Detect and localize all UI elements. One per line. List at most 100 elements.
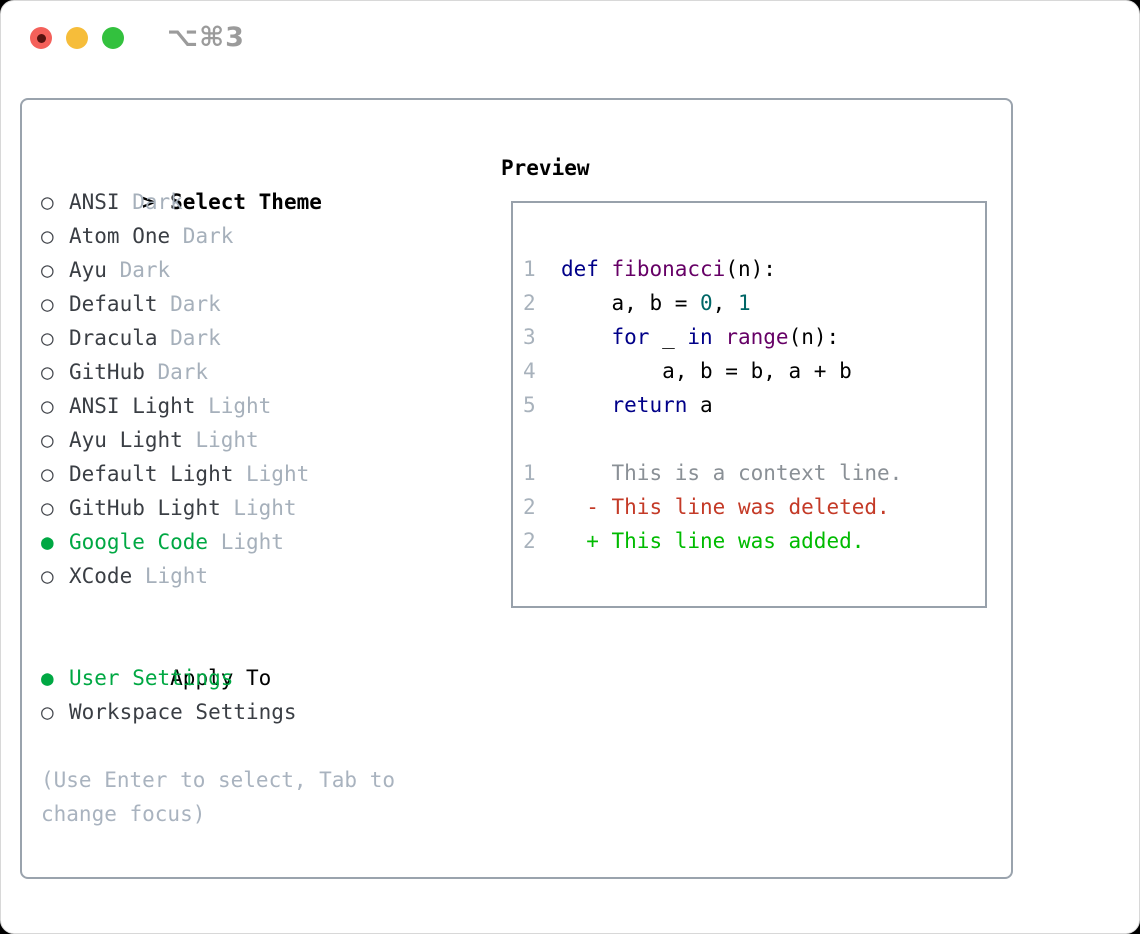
theme-name: Ayu Light bbox=[69, 428, 183, 452]
line-number: 2 bbox=[523, 529, 561, 553]
theme-row[interactable]: ○Default Dark bbox=[41, 287, 395, 321]
apply-option[interactable]: ○ Workspace Settings bbox=[41, 695, 395, 729]
radio-icon: ○ bbox=[41, 394, 54, 418]
theme-variant: Dark bbox=[144, 360, 209, 384]
radio-icon: ○ bbox=[41, 190, 54, 214]
theme-row[interactable]: ○GitHub Light Light bbox=[41, 491, 395, 525]
code-token: def bbox=[560, 257, 599, 281]
apply-option[interactable]: ●User Settings bbox=[41, 661, 395, 695]
radio-icon: ○ bbox=[41, 564, 54, 588]
theme-row[interactable]: ○ GitHub Dark bbox=[41, 355, 395, 389]
theme-row[interactable]: ○ ANSI Dark bbox=[41, 185, 395, 219]
selected-radio-icon: ● bbox=[41, 530, 54, 554]
theme-picker-panel: >Select Theme ○ANSI Dark○Atom One Dark○A… bbox=[20, 98, 1013, 879]
apply-option-label: User Settings bbox=[69, 666, 234, 690]
window-controls bbox=[30, 27, 124, 49]
theme-list-column: >Select Theme ○ANSI Dark○Atom One Dark○A… bbox=[41, 151, 395, 831]
line-number: 1 bbox=[523, 257, 561, 281]
radio-icon: ○ bbox=[41, 292, 54, 316]
close-dot-icon bbox=[36, 33, 46, 43]
theme-row[interactable]: ○ Ayu Light Light bbox=[41, 423, 395, 457]
theme-row[interactable]: ○ Ayu Dark bbox=[41, 253, 395, 287]
theme-row[interactable]: ○Dracula Dark bbox=[41, 321, 395, 355]
apply-to-list: ●User Settings ○ Workspace Settings bbox=[41, 661, 395, 729]
theme-variant: Dark bbox=[119, 190, 183, 214]
radio-icon: ○ bbox=[41, 462, 54, 486]
line-number: 5 bbox=[523, 393, 561, 417]
code-token: for bbox=[611, 325, 650, 349]
preview-label: Preview bbox=[501, 156, 590, 180]
apply-option-label: Workspace Settings bbox=[69, 700, 297, 724]
theme-name: Default bbox=[69, 292, 158, 316]
radio-icon: ○ bbox=[41, 326, 54, 350]
code-token bbox=[713, 325, 726, 349]
code-line: 3 for _ in range(n): bbox=[523, 320, 985, 354]
code-token: fibonacci bbox=[611, 257, 726, 281]
minimize-button[interactable] bbox=[66, 27, 88, 49]
code-token bbox=[561, 393, 612, 417]
theme-variant: Light bbox=[132, 564, 209, 588]
theme-variant: Dark bbox=[170, 224, 234, 248]
code-line: 2 - This line was deleted. bbox=[523, 490, 985, 524]
code-token: a, b = bbox=[560, 291, 701, 315]
theme-row[interactable]: ○Default Light Light bbox=[41, 457, 395, 491]
code-line: 2 + This line was added. bbox=[523, 524, 985, 558]
code-line: 4 a, b = b, a + b bbox=[523, 354, 985, 388]
radio-icon: ○ bbox=[41, 360, 54, 384]
spacer bbox=[41, 729, 395, 763]
code-line: 5 return a bbox=[523, 388, 985, 422]
window-title: ⌥⌘3 bbox=[167, 22, 245, 53]
theme-row[interactable]: ●Google Code Light bbox=[41, 525, 395, 559]
theme-row[interactable]: ○ ANSI Light Light bbox=[41, 389, 395, 423]
theme-name: Google Code bbox=[69, 530, 209, 554]
apply-to-header: Apply To bbox=[41, 627, 395, 690]
theme-list: ○ANSI Dark○Atom One Dark○Ayu Dark○Defaul… bbox=[41, 185, 395, 593]
code-token: a bbox=[687, 393, 713, 417]
theme-name: ANSI bbox=[69, 190, 120, 214]
hint-text: (Use Enter to select, Tab to change focu… bbox=[41, 763, 395, 831]
theme-variant: Dark bbox=[157, 326, 221, 350]
hint-line-2: change focus) bbox=[41, 802, 206, 826]
line-number: 2 bbox=[523, 291, 561, 315]
theme-variant: Light bbox=[195, 394, 272, 418]
code-line: 1 def fibonacci(n): bbox=[523, 252, 985, 286]
theme-row[interactable]: ○XCode Light bbox=[41, 559, 395, 593]
theme-variant: Dark bbox=[106, 258, 171, 282]
code-line: 1 This is a context line. bbox=[523, 456, 985, 490]
radio-icon: ○ bbox=[41, 258, 54, 282]
theme-variant: Light bbox=[182, 428, 259, 452]
theme-row[interactable]: ○Atom One Dark bbox=[41, 219, 395, 253]
code-token: + This line was added. bbox=[560, 529, 865, 553]
select-theme-header: >Select Theme bbox=[41, 151, 395, 214]
caret-icon: > bbox=[142, 190, 155, 214]
code-token: This is a context line. bbox=[560, 461, 903, 485]
code-token: , bbox=[712, 291, 738, 315]
theme-name: Ayu bbox=[69, 258, 107, 282]
code-token: - This line was deleted. bbox=[560, 495, 890, 519]
code-token: (n): bbox=[788, 325, 840, 349]
line-number: 1 bbox=[523, 461, 561, 485]
theme-name: ANSI Light bbox=[69, 394, 196, 418]
zoom-button[interactable] bbox=[102, 27, 124, 49]
close-button[interactable] bbox=[30, 27, 52, 49]
theme-name: GitHub Light bbox=[69, 496, 221, 520]
code-token: 1 bbox=[737, 291, 751, 315]
line-number: 3 bbox=[523, 325, 561, 349]
code-token: (n): bbox=[725, 257, 776, 281]
code-token: range bbox=[725, 325, 789, 349]
theme-name: Atom One bbox=[69, 224, 171, 248]
radio-icon: ○ bbox=[41, 700, 54, 724]
line-number: 4 bbox=[523, 359, 561, 383]
code-token: a, b = b, a + b bbox=[560, 359, 852, 383]
theme-name: Default Light bbox=[69, 462, 234, 486]
line-number: 2 bbox=[523, 495, 561, 519]
code-token: 0 bbox=[700, 291, 713, 315]
code-token bbox=[599, 257, 612, 281]
code-token: return bbox=[611, 393, 688, 417]
theme-variant: Light bbox=[220, 496, 297, 520]
code-token: in bbox=[687, 325, 713, 349]
radio-icon: ○ bbox=[41, 428, 54, 452]
theme-name: GitHub bbox=[69, 360, 145, 384]
